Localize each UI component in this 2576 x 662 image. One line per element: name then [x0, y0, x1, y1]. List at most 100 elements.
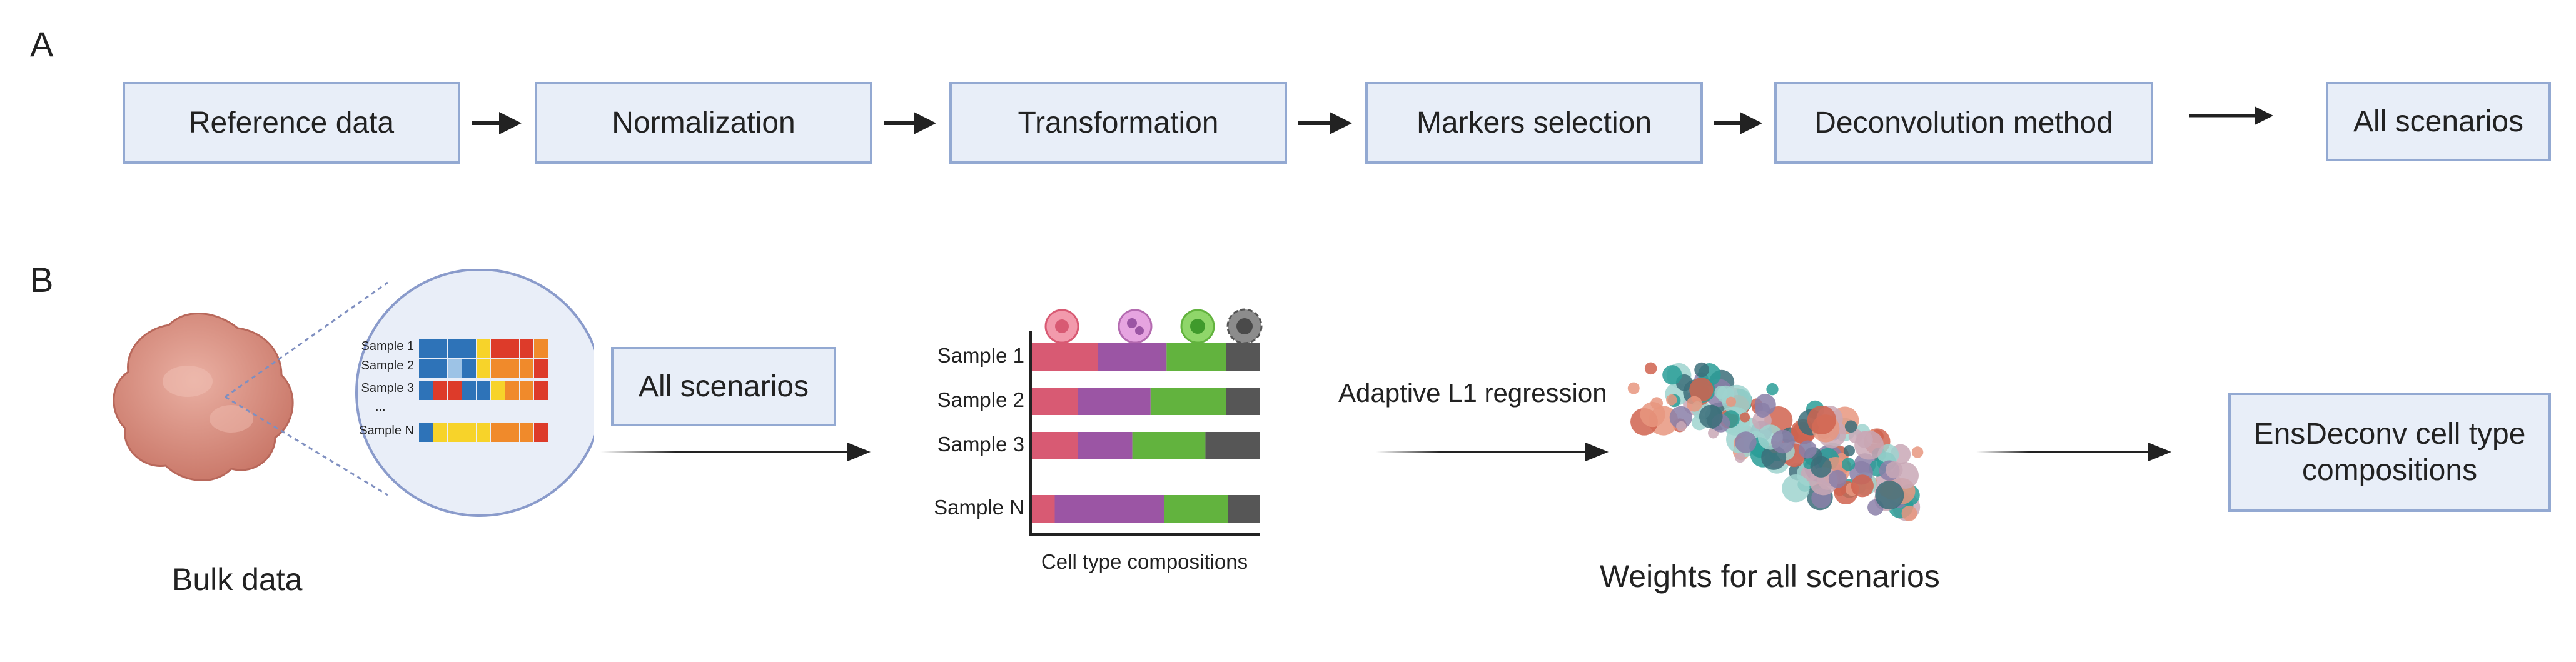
bar-category-label: Sample 1 [937, 344, 1024, 367]
step-deconvolution-method: Deconvolution method [1774, 82, 2153, 164]
heatmap-cell [419, 381, 433, 400]
heatmap-cell [419, 359, 433, 378]
step-reference-data: Reference data [123, 82, 460, 164]
scatter-point [1810, 456, 1832, 478]
scatter-point [1666, 394, 1677, 406]
scatter-point [1851, 474, 1874, 498]
heatmap-cell [433, 381, 447, 400]
bar-segment [1164, 495, 1228, 523]
bar-segment [1228, 495, 1260, 523]
scatter-point [1843, 445, 1855, 457]
heatmap-cell [477, 423, 490, 442]
arrow-icon [1376, 451, 1589, 453]
scatter-point [1886, 461, 1903, 479]
heatmap-cell [462, 339, 476, 358]
scatter-point [1721, 384, 1752, 415]
heatmap-cell [433, 339, 447, 358]
cell-composition-chart: Sample 1 Sample 2 Sample 3 Sample N Cell ty… [934, 331, 1260, 573]
scatter-point [1766, 383, 1779, 396]
heatmap-cell [462, 423, 476, 442]
heatmap-cell [520, 339, 533, 358]
bar-segment [1098, 343, 1167, 371]
scatter-point [1689, 378, 1714, 402]
heatmap-cell [477, 381, 490, 400]
scatter-point [1841, 458, 1856, 471]
scatter-point [1735, 431, 1757, 453]
scatter-point [1676, 421, 1687, 432]
heatmap-cell [505, 339, 519, 358]
heatmap-cell [520, 423, 533, 442]
heatmap-cell [462, 381, 476, 400]
scatter-point [1669, 406, 1692, 429]
bar-segment [1078, 388, 1151, 415]
scatter-point [1694, 362, 1709, 378]
heatmap-row-label: ... [375, 400, 386, 414]
scatter-point [1740, 412, 1750, 423]
bar-segment [1150, 388, 1226, 415]
scatter-point [1798, 440, 1817, 459]
step-markers-selection: Markers selection [1365, 82, 1703, 164]
scatter-cloud-icon [1627, 362, 1924, 521]
heatmap-cell [520, 381, 533, 400]
panel-b-arrows [600, 443, 2171, 461]
all-scenarios-box: All scenarios [611, 347, 836, 426]
bar-segment [1166, 343, 1226, 371]
heatmap-cell [477, 359, 490, 378]
scatter-point [1699, 404, 1723, 429]
scatter-point [1875, 481, 1904, 510]
heatmap-cell [419, 423, 433, 442]
bar-category-label: Sample 2 [937, 388, 1024, 411]
scatter-point [1771, 429, 1795, 454]
bar-segment [1205, 432, 1260, 459]
bar-segment [1032, 388, 1078, 415]
bar-segment [1078, 432, 1133, 459]
heatmap-cell [505, 381, 519, 400]
heatmap-cell [462, 359, 476, 378]
x-axis-label: Cell type compositions [1041, 550, 1248, 573]
step-transformation: Transformation [949, 82, 1287, 164]
panel-b-label: B [30, 260, 54, 299]
heatmap-row-label: Sample N [359, 424, 414, 438]
heatmap-cell [477, 339, 490, 358]
heatmap-cell [534, 381, 548, 400]
bar-segment [1226, 388, 1260, 415]
bar-category-label: Sample N [934, 496, 1024, 519]
heatmap-cell [448, 381, 462, 400]
bar-category-label: Sample 3 [937, 433, 1024, 456]
cell-type-icons [1044, 308, 1263, 344]
pipeline-arrows [472, 106, 2273, 134]
all-scenarios-result-box: All scenarios [2326, 82, 2551, 161]
scatter-point [1856, 431, 1873, 448]
scatter-point [1828, 469, 1847, 488]
scatter-point [1844, 420, 1857, 433]
heatmap-cell [534, 339, 548, 358]
heatmap-cell [534, 359, 548, 378]
scatter-point [1714, 386, 1728, 399]
heatmap-cell [491, 359, 505, 378]
bar-segment [1032, 432, 1078, 459]
heatmap-cell [419, 339, 433, 358]
arrow-icon [1976, 451, 2151, 453]
scatter-point [1662, 365, 1682, 385]
scatter-point [1755, 403, 1770, 418]
heatmap-cell [491, 339, 505, 358]
heatmap-row-label: Sample 3 [361, 381, 415, 395]
weights-label: Weights for all scenarios [1600, 559, 1940, 594]
scatter-point [1911, 446, 1924, 458]
heatmap-row-label: Sample 1 [361, 339, 415, 353]
scatter-point [1627, 382, 1640, 394]
scatter-point [1782, 474, 1810, 503]
tissue-blob-icon [113, 313, 294, 481]
bulk-data-label: Bulk data [172, 562, 303, 597]
scatter-point [1807, 405, 1836, 434]
scatter-point [1725, 396, 1737, 407]
heatmap-cell [433, 359, 447, 378]
bar-segment [1054, 495, 1164, 523]
heatmap-cell [491, 423, 505, 442]
arrow-icon [600, 451, 851, 453]
bar-segment [1226, 343, 1260, 371]
expression-heatmap: Sample 1 Sample 2 Sample 3 ... Sample N [359, 339, 548, 442]
heatmap-cell [433, 423, 447, 442]
heatmap-cell [448, 423, 462, 442]
regression-label: Adaptive L1 regression [1338, 378, 1607, 408]
